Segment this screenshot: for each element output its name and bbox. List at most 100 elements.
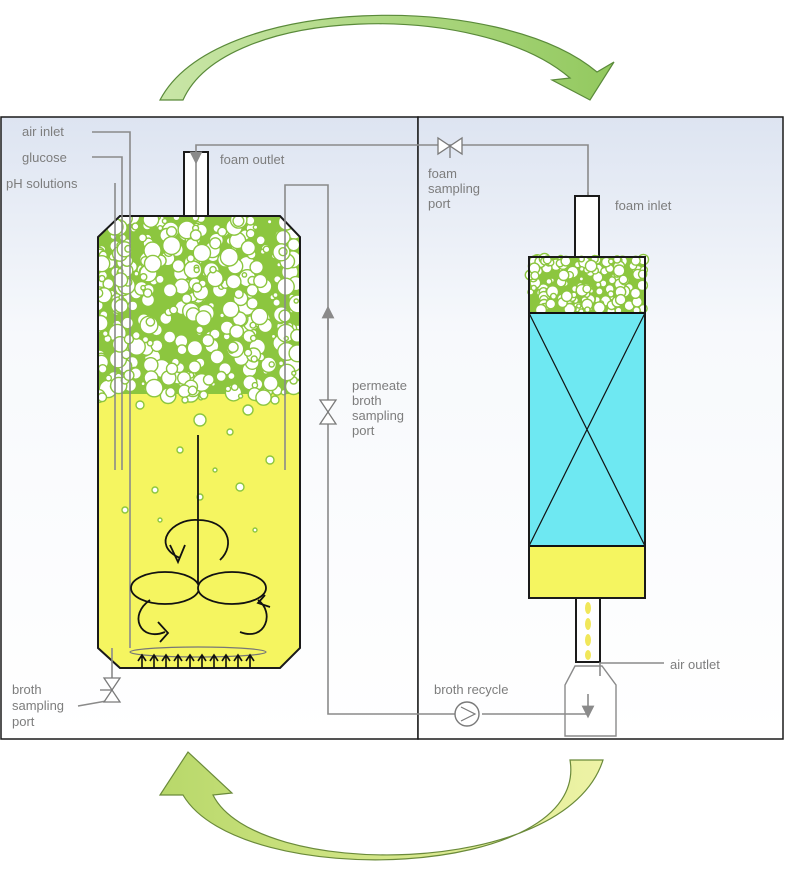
foam-bubble <box>131 222 140 231</box>
foam-bubble <box>98 314 109 332</box>
air-flow-arrow-icon <box>245 653 255 668</box>
foam-bubble <box>245 228 256 239</box>
foam-bubble <box>243 348 253 357</box>
foam-bubble <box>530 271 540 281</box>
collection-bottle <box>564 662 664 737</box>
foam-bubble <box>262 375 279 392</box>
foam-bubble <box>545 298 557 310</box>
foam-bubble <box>287 238 300 252</box>
foam-bubble <box>142 216 160 228</box>
foam-bubble <box>241 271 248 278</box>
foam-bubble <box>104 374 113 382</box>
foam-bubble <box>169 305 179 315</box>
foam-bubble <box>614 293 627 306</box>
foam-bubble <box>142 356 159 373</box>
foam-bubble <box>272 291 279 299</box>
air-flow-arrow-icon <box>209 653 219 668</box>
foam-bubble <box>230 383 239 392</box>
gas-bubble <box>265 455 275 465</box>
foam-inlet-neck <box>574 195 600 259</box>
gas-bubble <box>252 527 258 533</box>
label-foam-sampling-port: foam sampling port <box>428 166 484 211</box>
foam-bubble <box>201 334 215 348</box>
foam-bubble <box>530 284 537 292</box>
foam-bubble <box>557 269 570 282</box>
label-air-inlet: air inlet <box>22 124 64 139</box>
label-broth-sampling-port: broth sampling port <box>12 682 68 729</box>
foam-bubble <box>252 224 259 231</box>
foam-bubble <box>246 297 259 310</box>
foam-bubble <box>206 269 224 288</box>
gas-bubble <box>270 395 280 405</box>
air-flow-arrow-icon <box>233 653 243 668</box>
foam-transfer-pipe <box>195 144 589 210</box>
foam-bubble <box>123 334 135 345</box>
foam-bubble <box>145 316 156 327</box>
foam-bubble <box>221 300 240 319</box>
foam-bubble <box>146 339 154 347</box>
foam-bubble <box>209 265 217 274</box>
label-air-outlet: air outlet <box>670 657 720 672</box>
foam-bubble <box>250 307 269 326</box>
air-flow-arrow-icon <box>137 653 147 668</box>
label-permeate-broth-sampling-port: permeate broth sampling port <box>352 378 411 438</box>
foam-bubble <box>112 272 129 288</box>
foam-bubble <box>98 392 108 403</box>
top-cycle-arrow-icon <box>159 14 615 101</box>
foam-bubble <box>219 247 239 267</box>
gas-bubble <box>193 413 207 427</box>
gas-bubble <box>212 467 218 473</box>
foam-bubble <box>607 290 615 298</box>
foam-bubble <box>576 303 582 309</box>
foam-bubble <box>209 349 225 365</box>
foam-bubble <box>227 371 236 381</box>
foam-bubble <box>607 258 615 265</box>
air-flow-arrow-icon <box>197 653 207 668</box>
foam-bubble <box>123 369 135 381</box>
air-flow-arrow-icon <box>185 653 195 668</box>
gas-bubble <box>181 396 189 404</box>
foam-bubble <box>224 385 232 393</box>
foam-bubble <box>191 282 203 293</box>
foam-bubble <box>253 273 268 289</box>
foam-bubble <box>288 344 300 363</box>
gas-bubble <box>235 482 245 492</box>
label-glucose: glucose <box>22 150 67 165</box>
foam-bubble <box>549 292 558 300</box>
foam-bubble <box>171 258 186 273</box>
label-foam-inlet: foam inlet <box>615 198 672 213</box>
foam-bubble <box>101 330 109 338</box>
foam-bubble <box>193 266 200 274</box>
foam-bubble <box>249 334 257 342</box>
foam-bubble <box>162 282 178 298</box>
foam-bubble <box>98 363 108 374</box>
foam-bubble <box>237 393 244 399</box>
foam-bubble <box>161 218 168 225</box>
foam-bubble <box>137 233 148 243</box>
foam-bubble <box>268 361 276 368</box>
foam-bubble <box>143 254 162 273</box>
foam-bubble <box>266 218 273 225</box>
foam-bubble <box>255 389 272 406</box>
foam-bubble <box>618 274 629 285</box>
foam-bubble <box>209 237 222 250</box>
foam-bubble <box>181 293 193 305</box>
foam-bubble <box>98 274 106 283</box>
foam-bubble <box>198 390 209 400</box>
air-sparger-icon <box>129 646 267 668</box>
foam-bubble <box>250 355 258 363</box>
drip-drops <box>585 602 591 660</box>
foam-bubble <box>293 298 300 304</box>
foam-bubble <box>215 370 227 383</box>
foam-bubble <box>172 216 181 222</box>
air-flow-arrow-icon <box>161 653 171 668</box>
foam-bubble <box>595 287 604 296</box>
foam-bubble <box>133 270 140 277</box>
foam-bubble <box>277 360 285 367</box>
foam-bubble <box>195 325 205 334</box>
foam-bubble <box>249 321 257 329</box>
foam-sampling-valve-icon <box>437 136 463 158</box>
foam-bubble <box>144 378 164 398</box>
foam-bubble <box>240 240 257 256</box>
